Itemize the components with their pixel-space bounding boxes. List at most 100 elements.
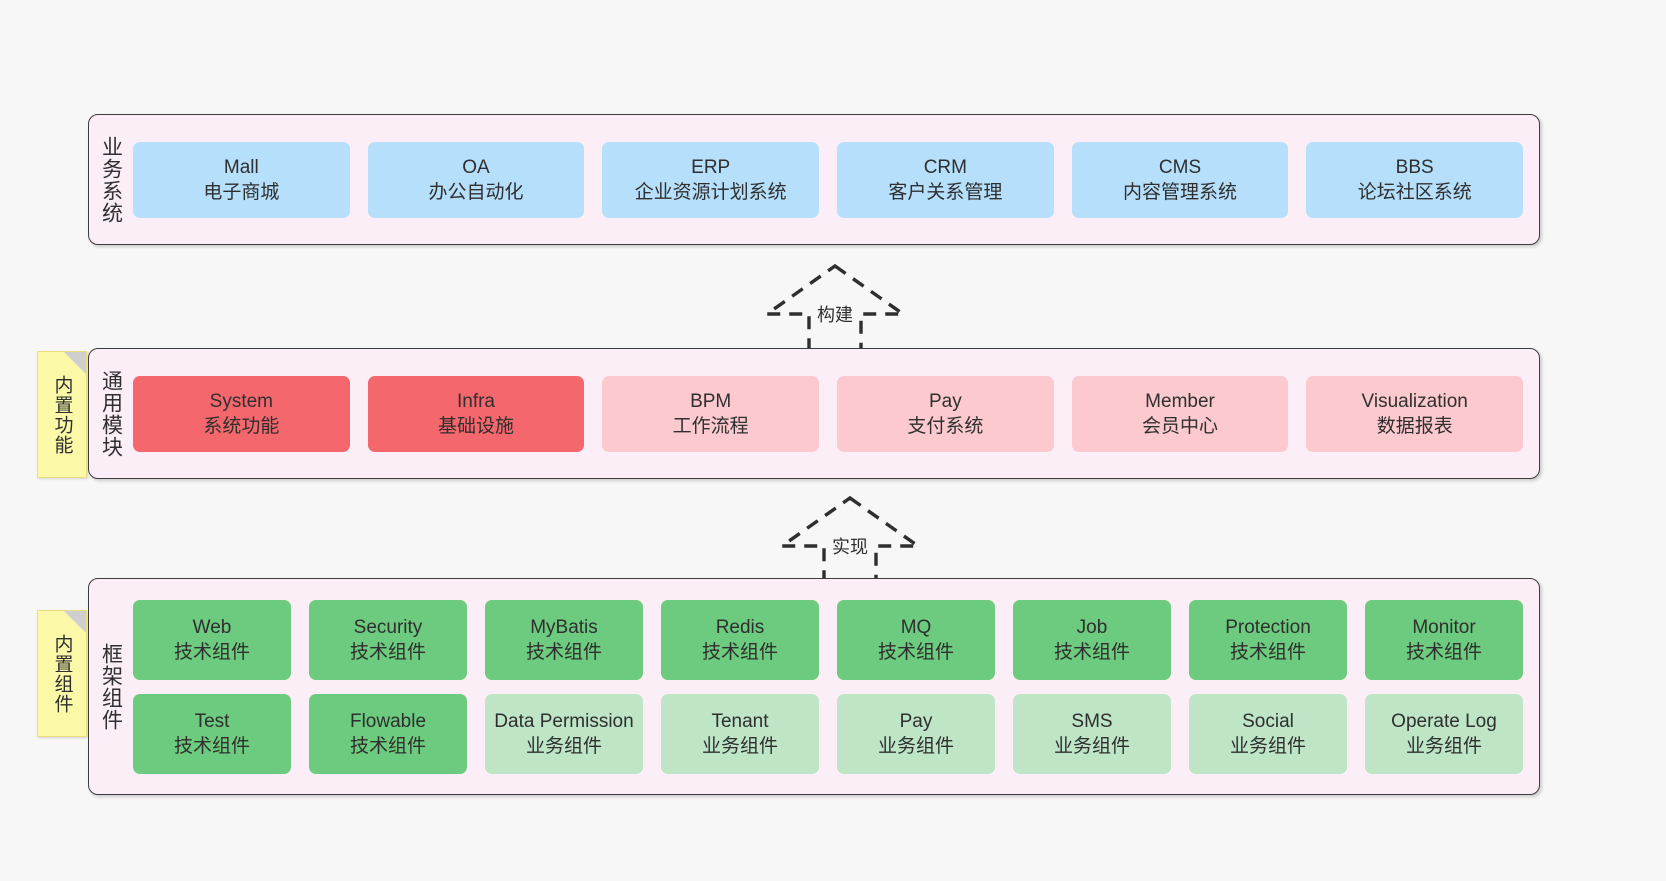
card-title-cn: 基础设施 — [438, 415, 515, 437]
card-title-en: Operate Log — [1391, 710, 1497, 732]
card-bbs[interactable]: BBS 论坛社区系统 — [1306, 141, 1524, 218]
card-title-cn: 技术组件 — [1229, 641, 1306, 663]
card-data-permission[interactable]: Data Permission 业务组件 — [485, 693, 643, 774]
card-title-cn: 企业资源计划系统 — [634, 181, 787, 203]
card-title-en: System — [209, 390, 274, 412]
card-title-cn: 业务组件 — [1405, 735, 1482, 757]
card-row: Test 技术组件 Flowable 技术组件 Data Permission … — [133, 693, 1523, 774]
card-social[interactable]: Social 业务组件 — [1189, 693, 1347, 774]
arrow-build-label: 构建 — [817, 305, 853, 325]
card-title-cn: 支付系统 — [907, 415, 984, 437]
card-row: Web 技术组件 Security 技术组件 MyBatis 技术组件 Redi… — [133, 599, 1523, 680]
card-monitor[interactable]: Monitor 技术组件 — [1365, 599, 1523, 680]
card-title-cn: 业务组件 — [1229, 735, 1306, 757]
card-mq[interactable]: MQ 技术组件 — [837, 599, 995, 680]
card-title-en: Visualization — [1361, 390, 1468, 412]
card-title-cn: 技术组件 — [1053, 641, 1130, 663]
arrow-up-dashed-icon — [776, 495, 924, 588]
card-title-en: Web — [192, 616, 232, 638]
card-crm[interactable]: CRM 客户关系管理 — [837, 141, 1054, 218]
layer-business-system-label: 业务系统 — [99, 135, 123, 224]
card-job[interactable]: Job 技术组件 — [1013, 599, 1171, 680]
layer-framework-components-label: 框架组件 — [99, 642, 123, 731]
sticky-note-builtin-component: 内置组件 — [37, 610, 87, 737]
sticky-note-label: 内置功能 — [51, 374, 73, 455]
card-title-cn: 内容管理系统 — [1123, 181, 1238, 203]
card-redis[interactable]: Redis 技术组件 — [661, 599, 819, 680]
card-system[interactable]: System 系统功能 — [133, 375, 350, 452]
card-title-cn: 技术组件 — [525, 641, 602, 663]
sticky-note-builtin-function: 内置功能 — [37, 351, 87, 478]
card-title-cn: 论坛社区系统 — [1357, 181, 1472, 203]
card-cms[interactable]: CMS 内容管理系统 — [1071, 141, 1289, 218]
arrow-build: 构建 — [755, 258, 915, 358]
card-title-en: BBS — [1395, 156, 1434, 178]
card-sms[interactable]: SMS 业务组件 — [1013, 693, 1171, 774]
card-pay[interactable]: Pay 支付系统 — [837, 375, 1054, 452]
card-title-cn: 电子商城 — [203, 181, 280, 203]
card-title-en: CRM — [923, 156, 967, 178]
card-title-en: Flowable — [349, 710, 427, 732]
card-title-en: SMS — [1071, 710, 1113, 732]
card-title-cn: 业务组件 — [701, 735, 778, 757]
card-title-en: MQ — [900, 616, 932, 638]
arrow-implement-label: 实现 — [832, 537, 868, 557]
card-title-cn: 系统功能 — [203, 415, 280, 437]
card-title-en: Mall — [223, 156, 259, 178]
card-security[interactable]: Security 技术组件 — [309, 599, 467, 680]
card-title-cn: 技术组件 — [877, 641, 954, 663]
card-title-en: Data Permission — [494, 710, 634, 732]
card-title-cn: 技术组件 — [349, 641, 426, 663]
card-title-en: Monitor — [1412, 616, 1476, 638]
card-flowable[interactable]: Flowable 技术组件 — [309, 693, 467, 774]
card-protection[interactable]: Protection 技术组件 — [1189, 599, 1347, 680]
card-pay-business[interactable]: Pay 业务组件 — [837, 693, 995, 774]
card-title-cn: 业务组件 — [525, 735, 602, 757]
card-title-en: Pay — [928, 390, 962, 412]
card-title-cn: 数据报表 — [1376, 415, 1453, 437]
card-title-cn: 技术组件 — [173, 735, 250, 757]
layer-common-modules: 通用模块 System 系统功能 Infra 基础设施 BPM 工作流程 Pay… — [88, 348, 1540, 479]
card-title-cn: 办公自动化 — [428, 181, 524, 203]
arrow-up-dashed-icon — [761, 263, 909, 356]
card-mybatis[interactable]: MyBatis 技术组件 — [485, 599, 643, 680]
card-web[interactable]: Web 技术组件 — [133, 599, 291, 680]
card-erp[interactable]: ERP 企业资源计划系统 — [602, 141, 820, 218]
card-member[interactable]: Member 会员中心 — [1071, 375, 1289, 452]
card-bpm[interactable]: BPM 工作流程 — [602, 375, 820, 452]
card-infra[interactable]: Infra 基础设施 — [367, 375, 585, 452]
card-title-en: Test — [194, 710, 230, 732]
card-title-cn: 业务组件 — [1053, 735, 1130, 757]
card-title-en: Security — [353, 616, 423, 638]
card-title-cn: 工作流程 — [672, 415, 749, 437]
card-title-cn: 技术组件 — [1405, 641, 1482, 663]
card-mall[interactable]: Mall 电子商城 — [133, 141, 350, 218]
card-title-cn: 技术组件 — [173, 641, 250, 663]
card-title-en: Member — [1145, 390, 1215, 412]
card-title-en: CMS — [1158, 156, 1202, 178]
card-title-en: Redis — [715, 616, 765, 638]
card-tenant[interactable]: Tenant 业务组件 — [661, 693, 819, 774]
card-visualization[interactable]: Visualization 数据报表 — [1306, 375, 1524, 452]
card-title-cn: 技术组件 — [701, 641, 778, 663]
card-test[interactable]: Test 技术组件 — [133, 693, 291, 774]
card-title-en: Job — [1076, 616, 1108, 638]
card-oa[interactable]: OA 办公自动化 — [367, 141, 585, 218]
card-title-en: Infra — [456, 390, 496, 412]
layer-framework-components: 框架组件 Web 技术组件 Security 技术组件 MyBatis 技术组件… — [88, 578, 1540, 795]
card-row: Mall 电子商城 OA 办公自动化 ERP 企业资源计划系统 CRM 客户关系… — [133, 141, 1524, 218]
card-title-cn: 业务组件 — [877, 735, 954, 757]
layer-business-system-body: Mall 电子商城 OA 办公自动化 ERP 企业资源计划系统 CRM 客户关系… — [133, 115, 1539, 244]
card-operate-log[interactable]: Operate Log 业务组件 — [1365, 693, 1523, 774]
card-title-en: BPM — [690, 390, 732, 412]
card-title-en: Pay — [899, 710, 933, 732]
sticky-note-label: 内置组件 — [51, 633, 73, 714]
layer-framework-components-body: Web 技术组件 Security 技术组件 MyBatis 技术组件 Redi… — [133, 579, 1539, 794]
layer-common-modules-body: System 系统功能 Infra 基础设施 BPM 工作流程 Pay 支付系统… — [133, 349, 1539, 478]
card-title-en: Social — [1242, 710, 1294, 732]
card-title-en: Tenant — [711, 710, 769, 732]
layer-common-modules-label: 通用模块 — [99, 369, 123, 458]
card-title-cn: 技术组件 — [349, 735, 426, 757]
sticky-fold-corner-icon — [64, 611, 86, 633]
